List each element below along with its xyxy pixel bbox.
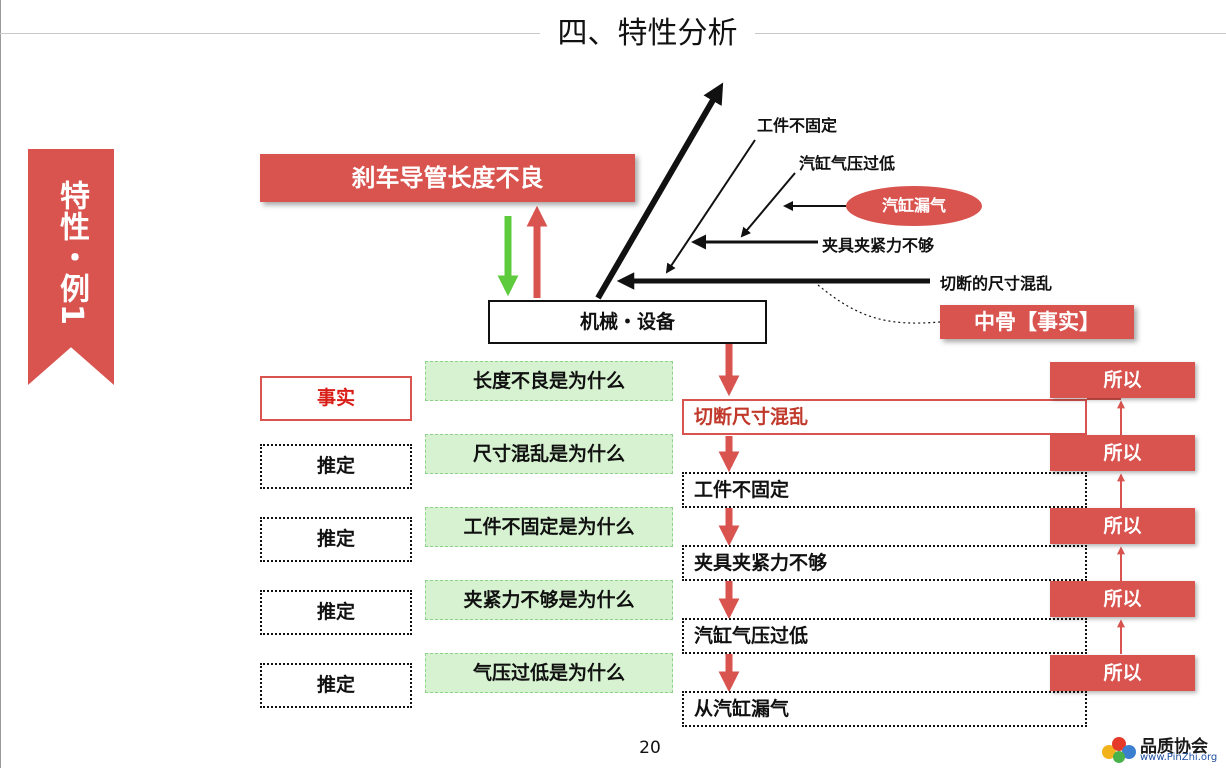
logo-icon — [1102, 737, 1136, 763]
main-bone-box: 机械・设备 — [488, 300, 767, 344]
side-ribbon — [28, 149, 114, 385]
therefore-box-4: 所以 — [1050, 581, 1195, 617]
chain-tag-1: 事实 — [260, 376, 412, 421]
bone-arrow-pressure — [740, 172, 796, 238]
slide-edge — [0, 0, 1, 768]
page-number: 20 — [639, 738, 661, 758]
logo-url: www.PinZhi.org — [1140, 752, 1218, 763]
chain-answer-3: 夹具夹紧力不够 — [682, 545, 1087, 581]
chain-why-3: 工件不固定是为什么 — [425, 507, 673, 547]
logo-name: 品质协会 — [1140, 737, 1208, 757]
result-box: 刹车导管长度不良 — [260, 154, 635, 202]
chain-why-1: 长度不良是为什么 — [425, 361, 673, 401]
side-ribbon-label: 特性・例1 — [54, 180, 89, 326]
chain-why-2: 尺寸混乱是为什么 — [425, 434, 673, 474]
chain-answer-5: 从汽缸漏气 — [682, 691, 1087, 727]
therefore-box-1: 所以 — [1050, 362, 1195, 398]
chain-tag-5: 推定 — [260, 663, 412, 708]
chain-answer-1: 切断尺寸混乱 — [682, 399, 1087, 435]
chain-why-4: 夹紧力不够是为什么 — [425, 580, 673, 620]
slide-title: 四、特性分析 — [540, 12, 755, 56]
therefore-box-3: 所以 — [1050, 508, 1195, 544]
bone-oval-leak: 汽缸漏气 — [846, 186, 982, 226]
therefore-box-2: 所以 — [1050, 435, 1195, 471]
chain-tag-3: 推定 — [260, 517, 412, 562]
bone-arrow-workpiece — [665, 139, 756, 274]
chain-answer-2: 工件不固定 — [682, 472, 1087, 508]
bone-label-clamp: 夹具夹紧力不够 — [822, 236, 935, 255]
callout-box: 中骨【事实】 — [940, 305, 1134, 339]
chain-answer-4: 汽缸气压过低 — [682, 618, 1087, 654]
bone-label-pressure: 汽缸气压过低 — [799, 154, 896, 173]
main-spine-arrow — [595, 82, 724, 300]
callout-leader — [817, 284, 941, 324]
chain-tag-2: 推定 — [260, 444, 412, 489]
bone-label-cut: 切断的尺寸混乱 — [940, 274, 1053, 293]
chain-tag-4: 推定 — [260, 590, 412, 635]
therefore-box-5: 所以 — [1050, 655, 1195, 691]
chain-why-5: 气压过低是为什么 — [425, 653, 673, 693]
bone-label-workpiece: 工件不固定 — [757, 116, 838, 135]
